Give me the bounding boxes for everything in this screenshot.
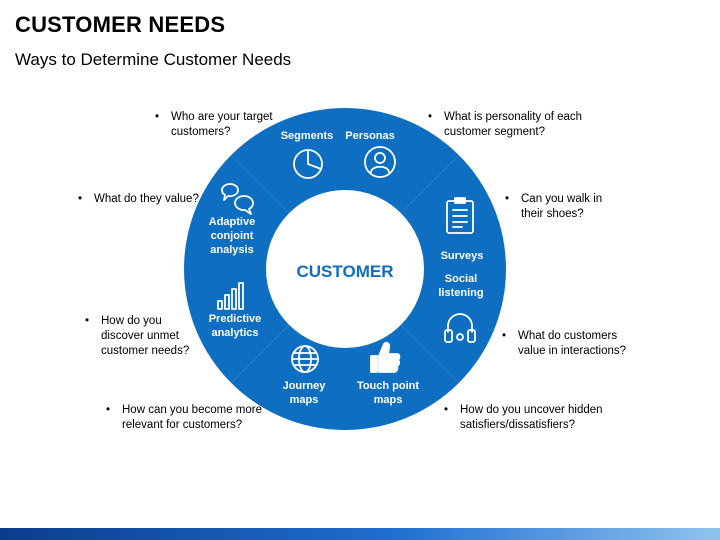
thumbs-up-icon — [370, 341, 401, 373]
clipboard-icon — [446, 197, 474, 234]
note-walk-in-shoes: • Can you walk in their shoes? — [505, 192, 610, 222]
bullet: • — [106, 404, 111, 416]
segment-label: Personas — [345, 130, 395, 142]
note-text: What do they value? — [94, 193, 199, 205]
note-text: How do you uncover hidden satisfiers/dis… — [460, 404, 603, 431]
note-text: Who are your target customers? — [171, 111, 273, 138]
note-text: What do customers value in interactions? — [518, 330, 627, 357]
chat-bubbles-icon — [221, 183, 254, 215]
headphones-icon — [444, 313, 476, 343]
bullet: • — [85, 315, 90, 327]
pie-chart-icon — [293, 149, 323, 179]
note-target-customers: • Who are your target customers? — [155, 110, 285, 140]
note-value-interactions: • What do customers value in interaction… — [502, 329, 642, 359]
note-text: How can you become more relevant for cus… — [122, 404, 262, 431]
person-icon — [364, 146, 396, 178]
page-title: CUSTOMER NEEDS — [15, 12, 226, 37]
page-subtitle: Ways to Determine Customer Needs — [15, 50, 292, 69]
segment-shape — [345, 108, 459, 214]
note-text: What is personality of each customer seg… — [444, 111, 583, 138]
bullet: • — [155, 111, 160, 123]
segment-shape — [345, 324, 459, 430]
segment-shape — [231, 324, 345, 431]
bullet: • — [444, 404, 449, 416]
segment-shape — [184, 155, 290, 269]
note-text: Can you walk in their shoes? — [521, 193, 603, 220]
bullet: • — [502, 330, 507, 342]
bullet: • — [428, 111, 433, 123]
segment-shape — [400, 155, 506, 269]
globe-icon — [291, 345, 319, 373]
segment-personas: Personas — [345, 108, 459, 214]
segment-shape — [400, 269, 506, 383]
segment-segments: Segments — [231, 108, 345, 214]
bullet: • — [505, 193, 510, 205]
footer-bar — [0, 528, 720, 540]
bullet: • — [78, 193, 83, 205]
bar-chart-icon — [217, 282, 244, 310]
segment-label: Surveys — [441, 250, 484, 262]
note-text: How do you discover unmet customer needs… — [101, 315, 190, 357]
note-unmet-needs: • How do you discover unmet customer nee… — [85, 314, 205, 359]
note-hidden-satisfiers: • How do you uncover hidden satisfiers/d… — [444, 403, 604, 433]
note-more-relevant: • How can you become more relevant for c… — [106, 403, 281, 433]
note-personality: • What is personality of each customer s… — [428, 110, 598, 140]
center-label: CUSTOMER — [297, 262, 394, 281]
segment-label: Segments — [281, 130, 334, 142]
note-what-value: • What do they value? — [78, 192, 208, 207]
segment-surveys: Surveys — [400, 155, 506, 269]
segment-shape — [231, 108, 345, 214]
segment-shape — [184, 269, 290, 383]
